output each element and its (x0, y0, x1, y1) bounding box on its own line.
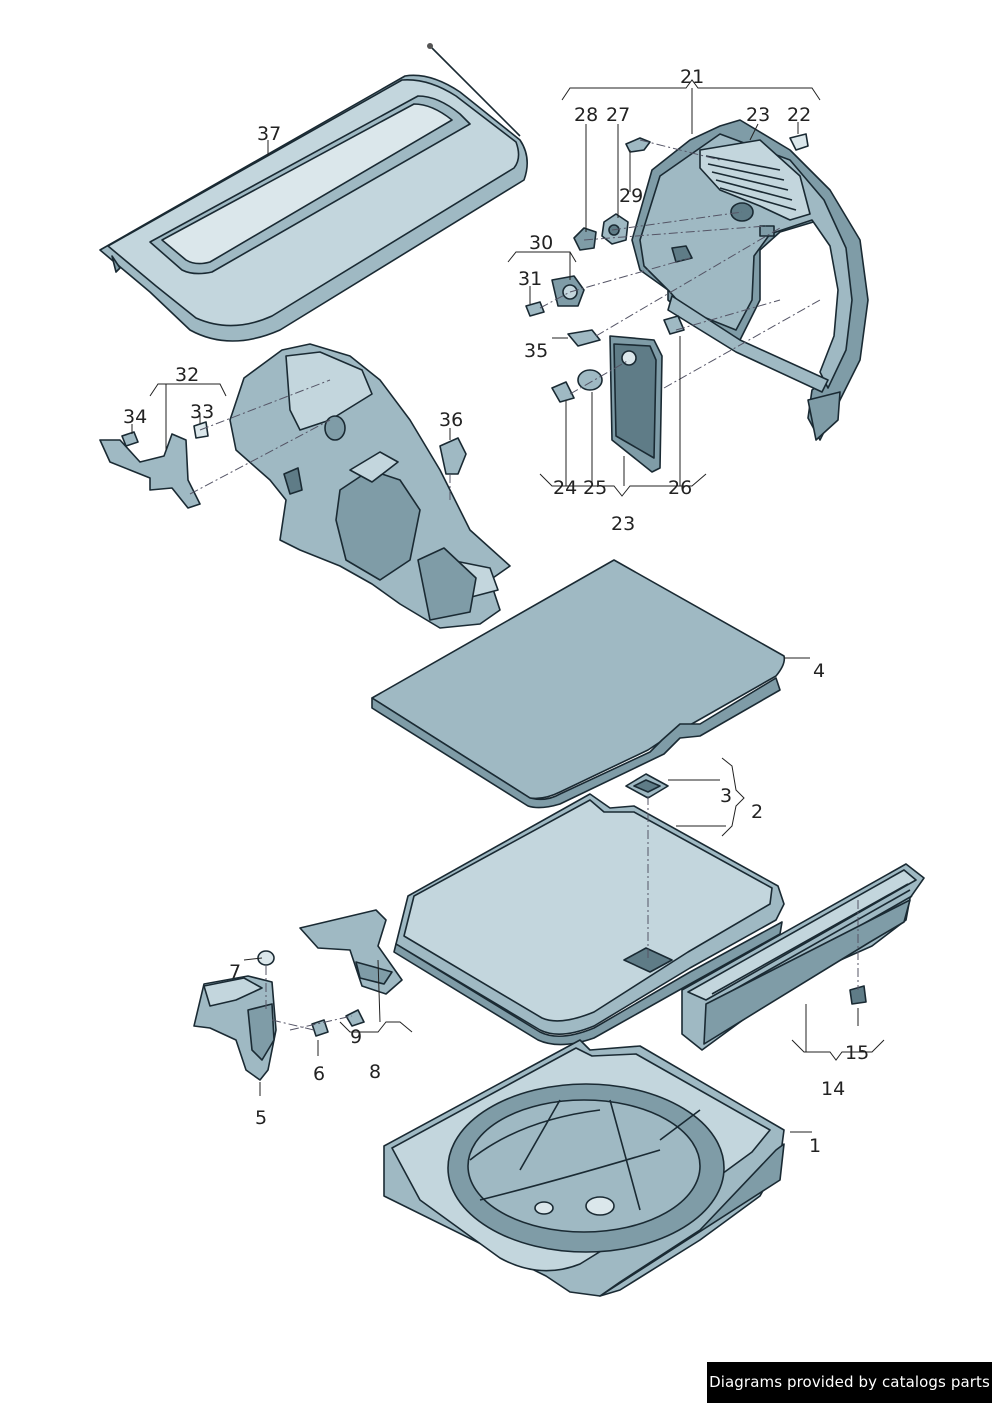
part-6-screw (311, 1019, 329, 1037)
fasteners-upper-right (525, 137, 685, 403)
callout-34: 34 (123, 406, 147, 428)
part-24-plug (551, 381, 575, 403)
callout-4: 4 (813, 660, 825, 682)
callout-23-upper: 23 (746, 104, 770, 126)
callout-5: 5 (255, 1107, 267, 1129)
assembly-lines (189, 139, 859, 1031)
part-1-spare-wheel-well (383, 1039, 785, 1297)
part-36-clip (439, 437, 467, 475)
callout-36: 36 (439, 409, 463, 431)
callout-3: 3 (720, 785, 732, 807)
leader-lines (131, 79, 885, 1133)
callout-9: 9 (350, 1026, 362, 1048)
callout-37: 37 (257, 123, 281, 145)
part-22-clip (789, 133, 809, 151)
part-25-grommet (577, 369, 603, 391)
part-29-screw (625, 137, 651, 153)
part-left-side-trim (229, 343, 511, 629)
callout-26: 26 (668, 477, 692, 499)
callout-24: 24 (553, 477, 577, 499)
callout-8: 8 (369, 1061, 381, 1083)
callout-labels: 37 21 28 27 23 22 29 30 31 35 24 25 26 2… (123, 66, 869, 1157)
part-37-luggage-cover (99, 43, 528, 342)
callout-32: 32 (175, 364, 199, 386)
callout-23-lower: 23 (611, 513, 635, 535)
callout-31: 31 (518, 268, 542, 290)
callout-29: 29 (619, 185, 643, 207)
part-5-trim (193, 975, 277, 1081)
callout-6: 6 (313, 1063, 325, 1085)
callout-28: 28 (574, 104, 598, 126)
part-2-loading-floor (393, 793, 785, 1046)
part-21-right-side-trim (631, 119, 869, 441)
part-32-bracket (99, 433, 201, 509)
part-8-bracket (299, 909, 403, 995)
part-4-floor-covering (371, 559, 786, 809)
callout-25: 25 (583, 477, 607, 499)
watermark-banner: Diagrams provided by catalogs parts (707, 1362, 992, 1403)
callout-2: 2 (751, 801, 763, 823)
callout-22: 22 (787, 104, 811, 126)
part-23-board (609, 335, 663, 473)
part-34-screw (121, 431, 139, 447)
part-15-clip (849, 985, 867, 1005)
callout-27: 27 (606, 104, 630, 126)
part-28-plug (573, 227, 597, 251)
part-31-screw (525, 301, 545, 317)
callout-33: 33 (190, 401, 214, 423)
part-3-insert (625, 773, 669, 799)
callout-15: 15 (845, 1042, 869, 1064)
callout-35: 35 (524, 340, 548, 362)
callout-21: 21 (680, 66, 704, 88)
callout-14: 14 (821, 1078, 845, 1100)
callout-30: 30 (529, 232, 553, 254)
part-9-clip (345, 1009, 365, 1027)
part-35-clip (567, 329, 601, 347)
callout-7: 7 (229, 961, 241, 983)
callout-1: 1 (809, 1135, 821, 1157)
